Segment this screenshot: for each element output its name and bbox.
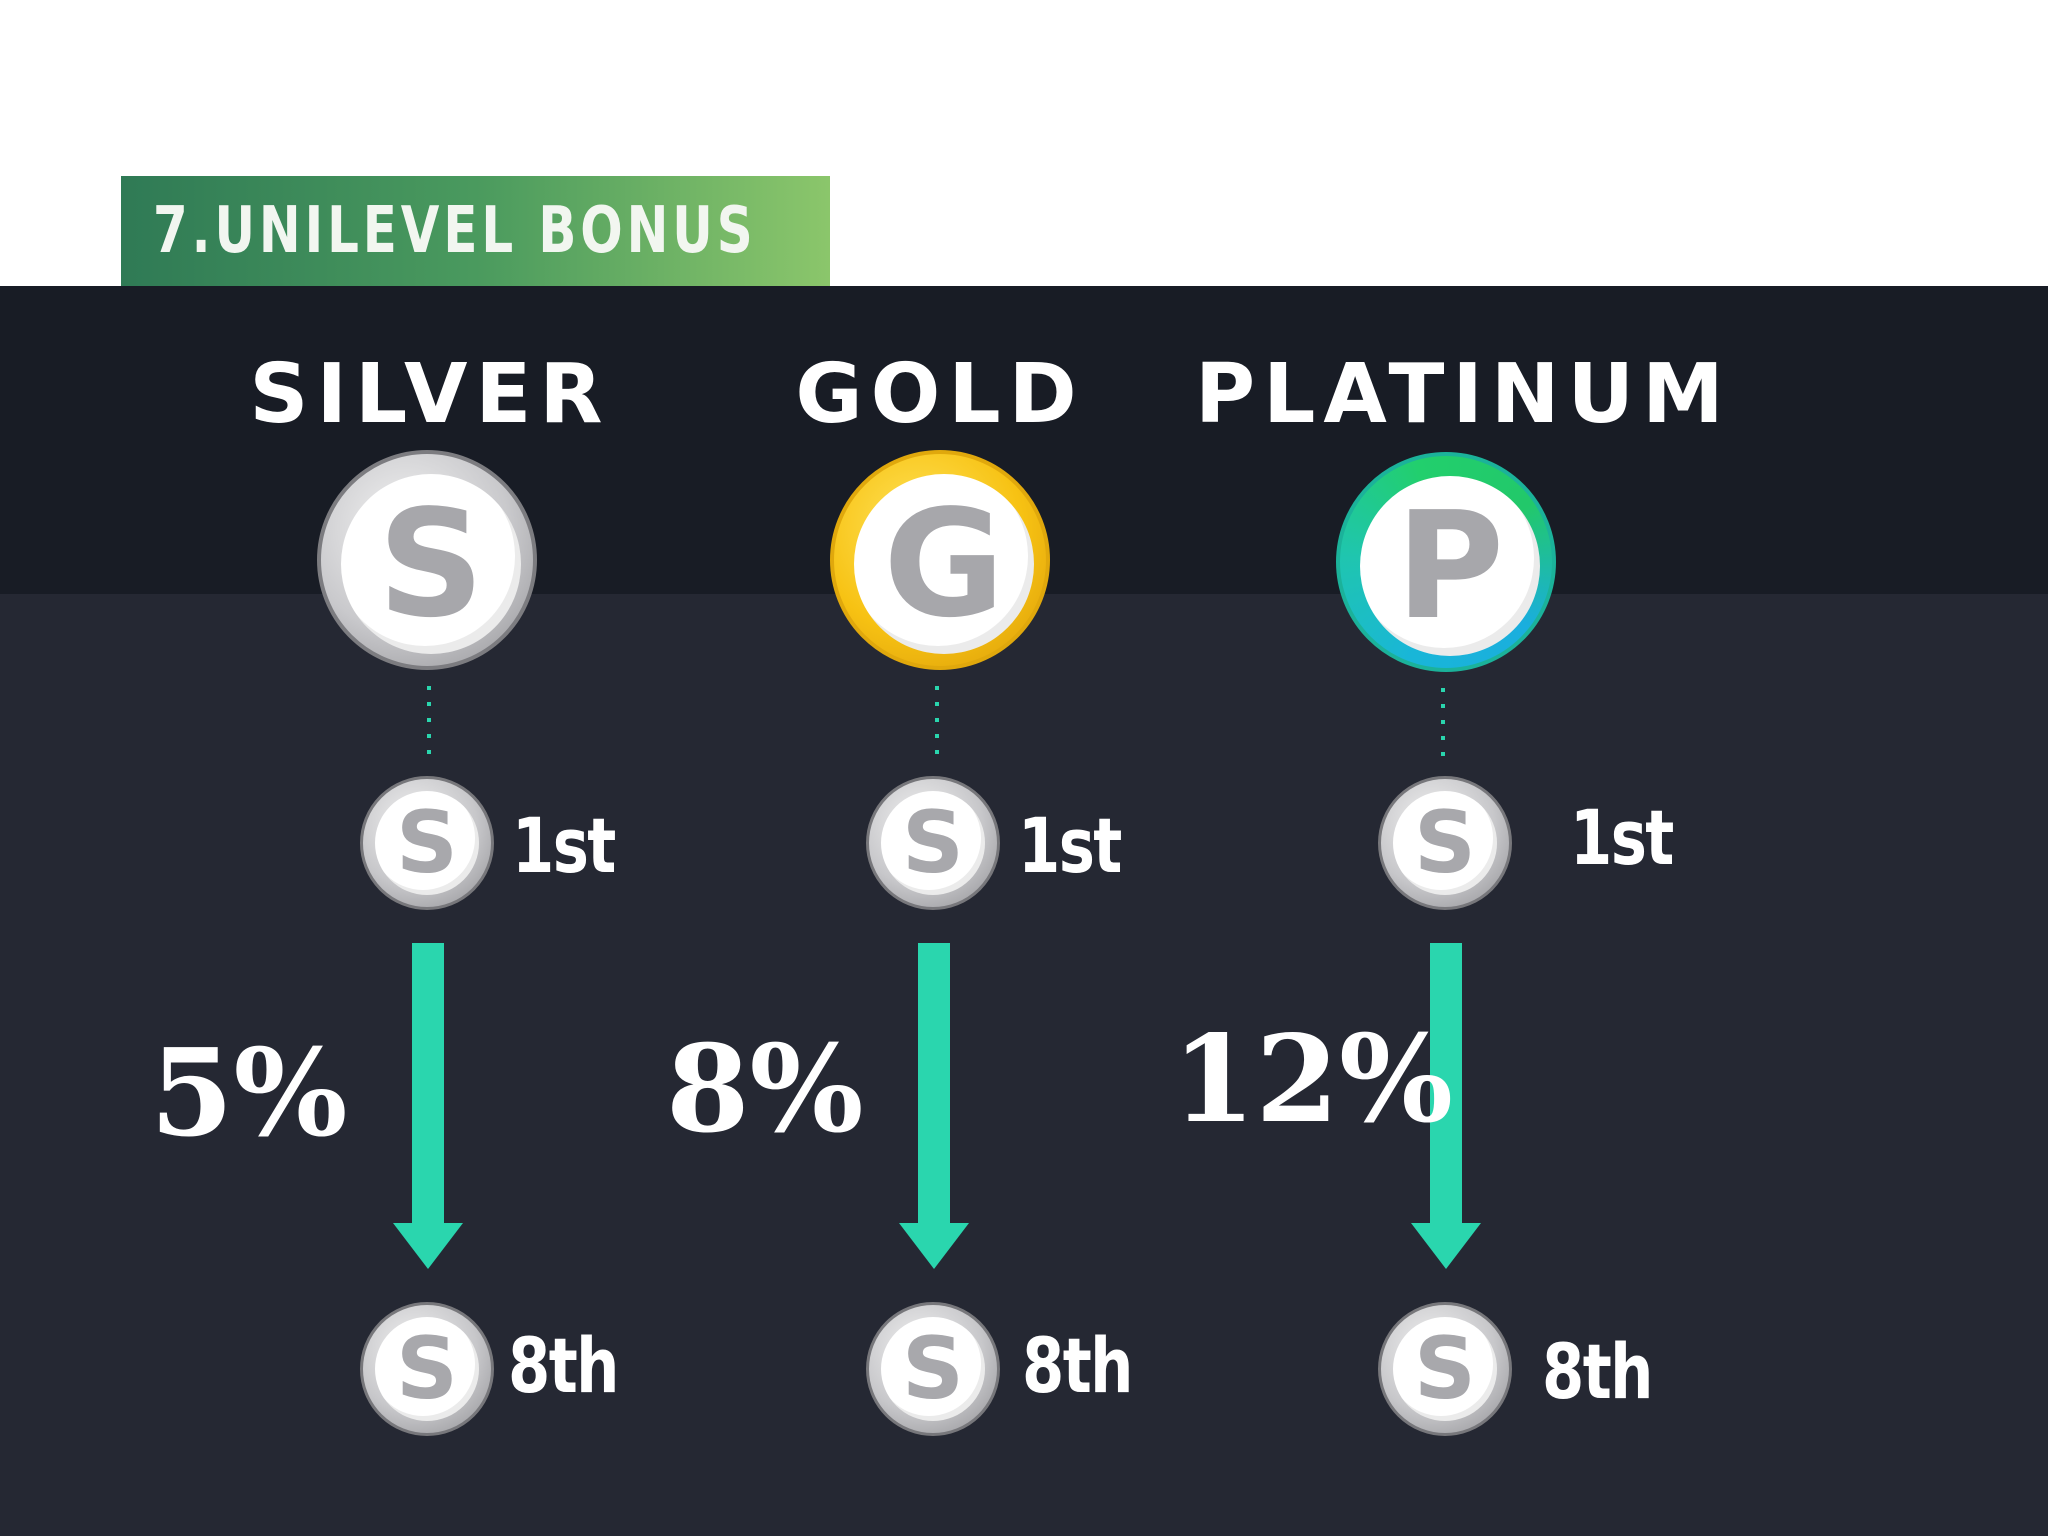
gold-level-8-badge: S — [866, 1302, 1000, 1436]
section-title: 7.UNILEVEL BONUS — [153, 194, 757, 268]
silver-tier-badge: S — [317, 450, 537, 670]
platinum-down-arrow — [1411, 943, 1481, 1269]
level-badge-letter: S — [396, 1319, 458, 1419]
silver-percent: 5% — [150, 1023, 348, 1164]
silver-to-level-label: 8th — [508, 1321, 619, 1410]
level-badge-letter: S — [396, 793, 458, 893]
silver-badge-letter: S — [377, 478, 485, 650]
level-badge-letter: S — [902, 1319, 964, 1419]
gold-to-level-label: 8th — [1022, 1321, 1133, 1410]
connector-dots-platinum — [1441, 688, 1445, 768]
level-badge-letter: S — [1414, 1319, 1476, 1419]
platinum-tier-badge: P — [1336, 452, 1556, 672]
level-badge-letter: S — [1414, 793, 1476, 893]
gold-level-1-badge: S — [866, 776, 1000, 910]
silver-level-8-badge: S — [360, 1302, 494, 1436]
platinum-badge-letter: P — [1395, 480, 1505, 652]
platinum-level-8-badge: S — [1378, 1302, 1512, 1436]
connector-dots-silver — [427, 686, 431, 766]
gold-badge-letter: G — [883, 478, 1005, 650]
platinum-percent: 12% — [1172, 1009, 1454, 1150]
gold-tier-badge: G — [830, 450, 1050, 670]
platinum-level-1-badge: S — [1378, 776, 1512, 910]
level-badge-letter: S — [902, 793, 964, 893]
gold-from-level-label: 1st — [1018, 801, 1122, 890]
gold-percent: 8% — [666, 1019, 864, 1160]
platinum-to-level-label: 8th — [1542, 1327, 1653, 1416]
tier-title-gold: GOLD — [795, 347, 1085, 442]
background-bottom-band — [0, 594, 2048, 1536]
section-header: 7.UNILEVEL BONUS — [121, 176, 830, 286]
silver-down-arrow — [393, 943, 463, 1269]
connector-dots-gold — [935, 686, 939, 766]
tier-title-platinum: PLATINUM — [1195, 347, 1732, 442]
platinum-from-level-label: 1st — [1570, 793, 1674, 882]
gold-down-arrow — [899, 943, 969, 1269]
tier-title-silver: SILVER — [249, 347, 611, 442]
silver-from-level-label: 1st — [512, 801, 616, 890]
silver-level-1-badge: S — [360, 776, 494, 910]
